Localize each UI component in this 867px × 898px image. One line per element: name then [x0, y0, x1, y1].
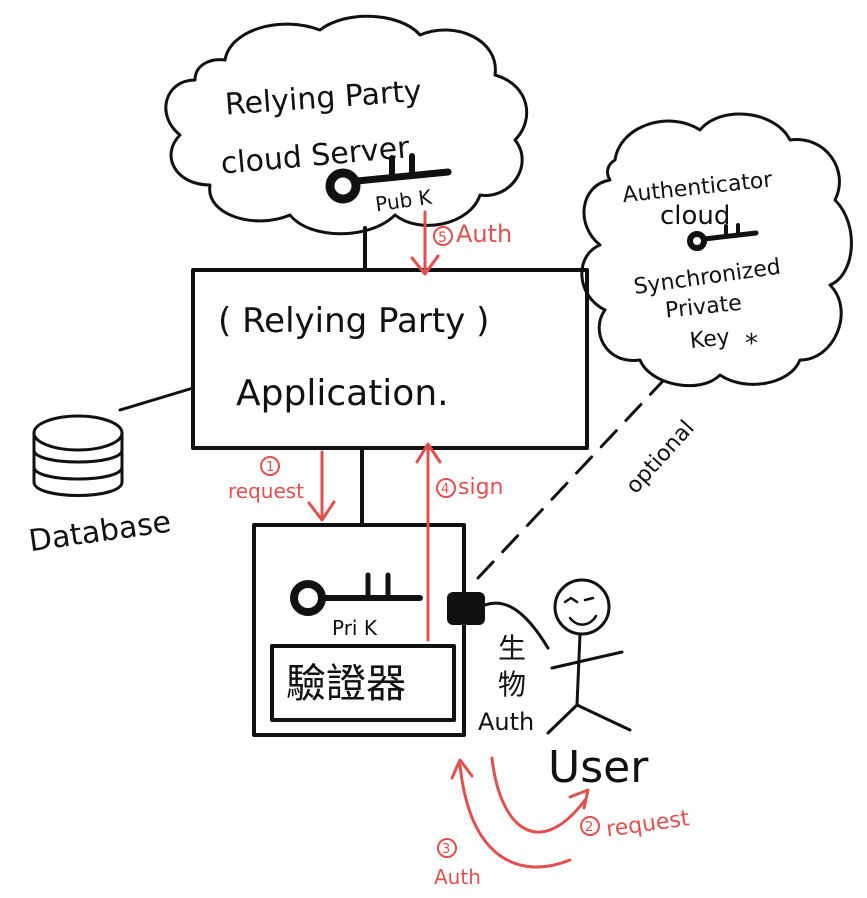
- user-label: User: [548, 742, 649, 793]
- step1-label: request: [228, 479, 304, 503]
- private-key-label: Pri K: [332, 616, 378, 640]
- step5-label: Auth: [456, 220, 512, 248]
- step4-label: sign: [458, 475, 503, 500]
- authenticator-inner-box: [270, 644, 456, 722]
- biometric-auth-label: Auth: [478, 708, 534, 736]
- biometric-sensor: [447, 592, 485, 625]
- cloud-shape: [164, 14, 529, 236]
- flow-step5: 5 Auth: [410, 210, 512, 276]
- step4-num: 4: [441, 482, 449, 497]
- biometric-char1: 生: [498, 632, 526, 665]
- database-label: Database: [27, 505, 174, 560]
- step1-num: 1: [266, 460, 274, 475]
- stick-figure-user: [546, 578, 632, 735]
- relying-party-cloud: Relying Party cloud Server Pub K: [164, 14, 529, 236]
- key-icon: [290, 572, 423, 616]
- authenticator-cloud: Authenticator cloud Synchronized Private…: [580, 112, 853, 388]
- auth-cloud-line5: Key: [689, 325, 731, 354]
- flow-step3: 3 Auth: [434, 758, 572, 889]
- auth-cloud-star: *: [745, 329, 758, 359]
- optional-link: [476, 380, 664, 580]
- auth-cloud-line3: Synchronized: [632, 255, 782, 300]
- auth-cloud-line4: Private: [664, 291, 743, 324]
- device-box: Pri K 驗證器: [252, 523, 466, 737]
- step2-num: 2: [585, 820, 593, 835]
- step2-label: request: [605, 806, 692, 842]
- cloud-server-title-line2: cloud Server: [219, 130, 411, 181]
- step5-num: 5: [438, 230, 447, 246]
- authenticator-label: 驗證器: [286, 661, 406, 707]
- sensor-to-user-line: [483, 601, 550, 650]
- application-title-line2: Application.: [236, 373, 449, 414]
- step3-num: 3: [442, 842, 450, 857]
- key-icon: [325, 153, 452, 204]
- cloud-shape: [580, 112, 853, 388]
- key-icon: [687, 223, 759, 251]
- biometric-char2: 物: [498, 668, 526, 701]
- step3-label: Auth: [434, 865, 481, 889]
- application-title-line1: ( Relying Party ): [218, 301, 489, 341]
- database-icon: [32, 386, 195, 497]
- optional-label: optional: [621, 416, 699, 499]
- cloud-server-title-line1: Relying Party: [224, 74, 423, 123]
- auth-cloud-line2: cloud: [660, 201, 730, 231]
- application-box: ( Relying Party ) Application.: [191, 268, 589, 450]
- flow-step1: 1 request: [228, 450, 336, 522]
- flow-step4: 4 sign: [415, 442, 503, 642]
